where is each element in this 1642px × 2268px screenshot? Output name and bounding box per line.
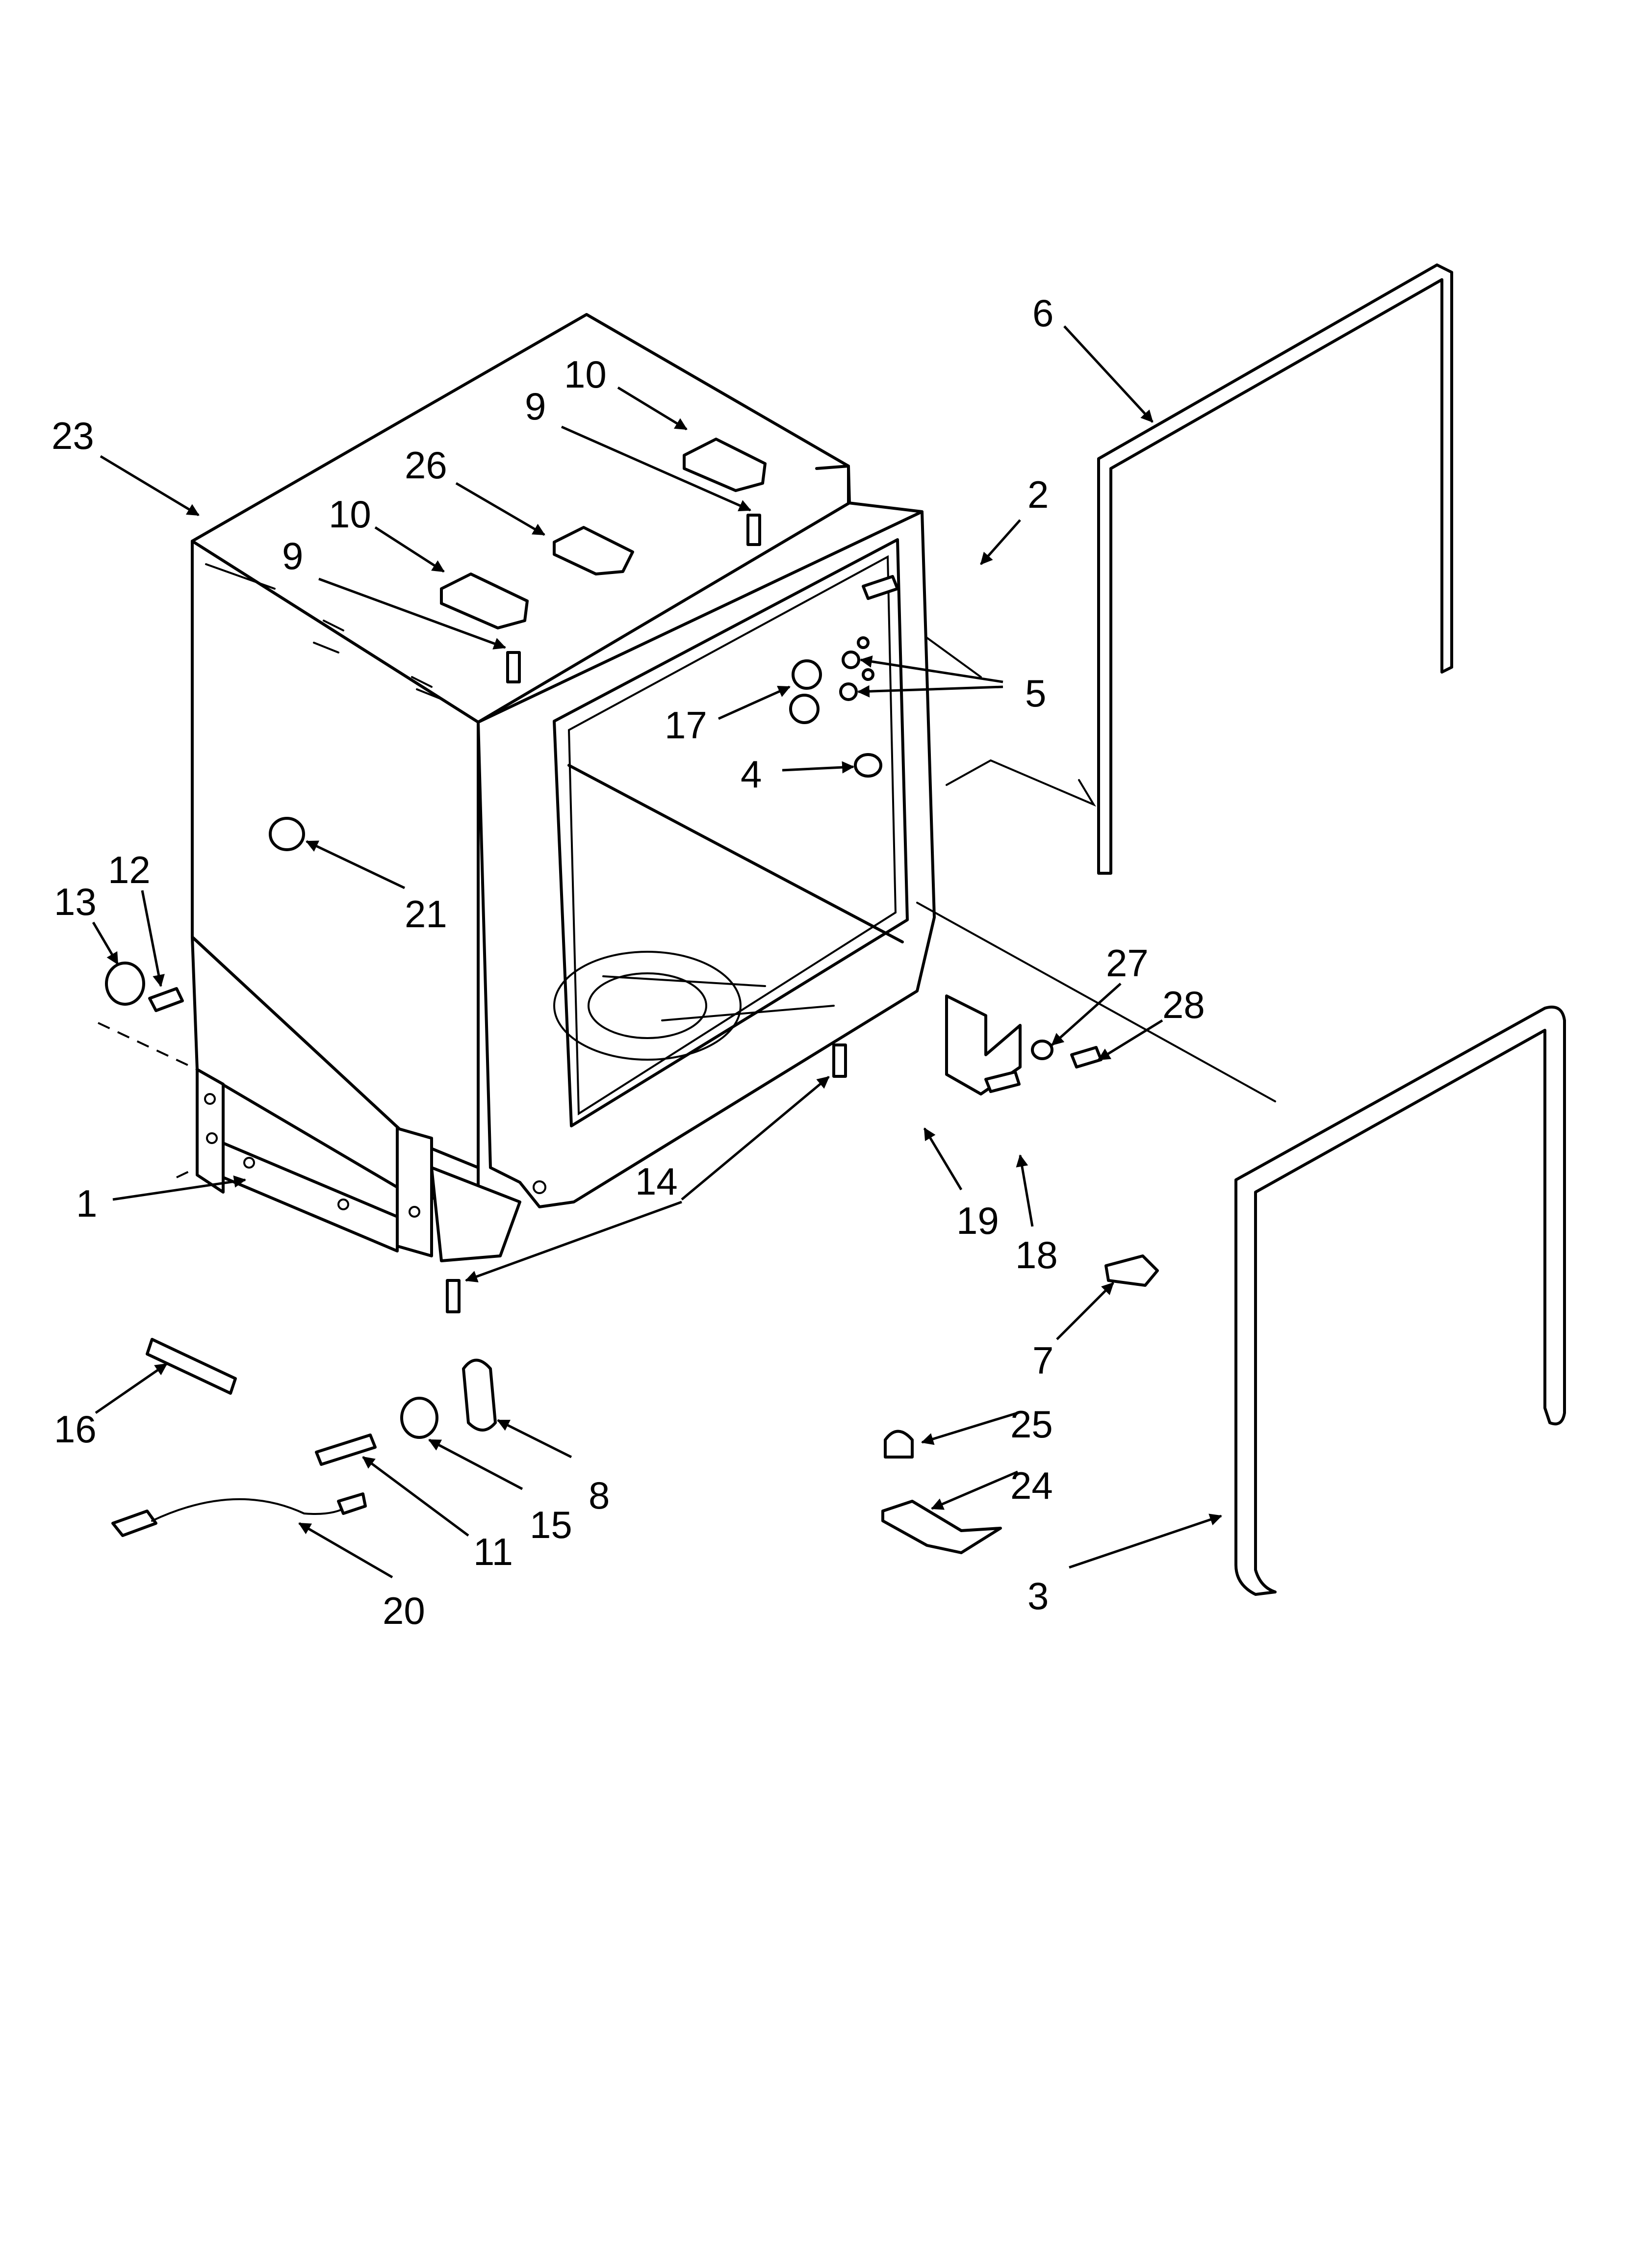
callout-4: 4 bbox=[741, 753, 762, 796]
callout-3: 3 bbox=[1027, 1574, 1049, 1617]
callout-27: 27 bbox=[1106, 941, 1149, 985]
callout-6: 6 bbox=[1032, 291, 1053, 335]
callout-5: 5 bbox=[1025, 672, 1046, 715]
callout-9: 9 bbox=[525, 385, 546, 428]
callout-20: 20 bbox=[383, 1589, 425, 1632]
callout-12: 12 bbox=[108, 848, 151, 891]
callout-17: 17 bbox=[665, 704, 707, 747]
callout-9: 9 bbox=[282, 534, 303, 577]
callout-21: 21 bbox=[405, 892, 447, 936]
callout-7: 7 bbox=[1032, 1339, 1053, 1382]
callout-10: 10 bbox=[564, 353, 607, 396]
callout-18: 18 bbox=[1015, 1233, 1058, 1277]
callout-23: 23 bbox=[51, 414, 94, 457]
callout-16: 16 bbox=[54, 1408, 97, 1451]
callout-19: 19 bbox=[956, 1199, 999, 1242]
callout-25: 25 bbox=[1010, 1403, 1053, 1446]
callout-labels: 23 10 9 26 10 9 6 2 5 17 4 21 12 13 27 2… bbox=[51, 291, 1205, 1632]
callout-8: 8 bbox=[589, 1474, 610, 1517]
callout-26: 26 bbox=[405, 443, 447, 487]
hardware-parts bbox=[105, 438, 1159, 1554]
callout-14: 14 bbox=[635, 1160, 678, 1203]
callout-15: 15 bbox=[530, 1503, 572, 1546]
callout-2: 2 bbox=[1027, 473, 1049, 516]
callout-1: 1 bbox=[76, 1182, 97, 1225]
callout-28: 28 bbox=[1162, 983, 1205, 1026]
callout-24: 24 bbox=[1010, 1464, 1053, 1507]
callout-13: 13 bbox=[54, 880, 97, 923]
door-seal bbox=[1097, 263, 1453, 875]
leader-lines bbox=[92, 325, 1222, 1579]
callout-10: 10 bbox=[329, 493, 371, 536]
tub-gasket bbox=[1234, 1005, 1566, 1596]
callout-11: 11 bbox=[473, 1530, 513, 1573]
